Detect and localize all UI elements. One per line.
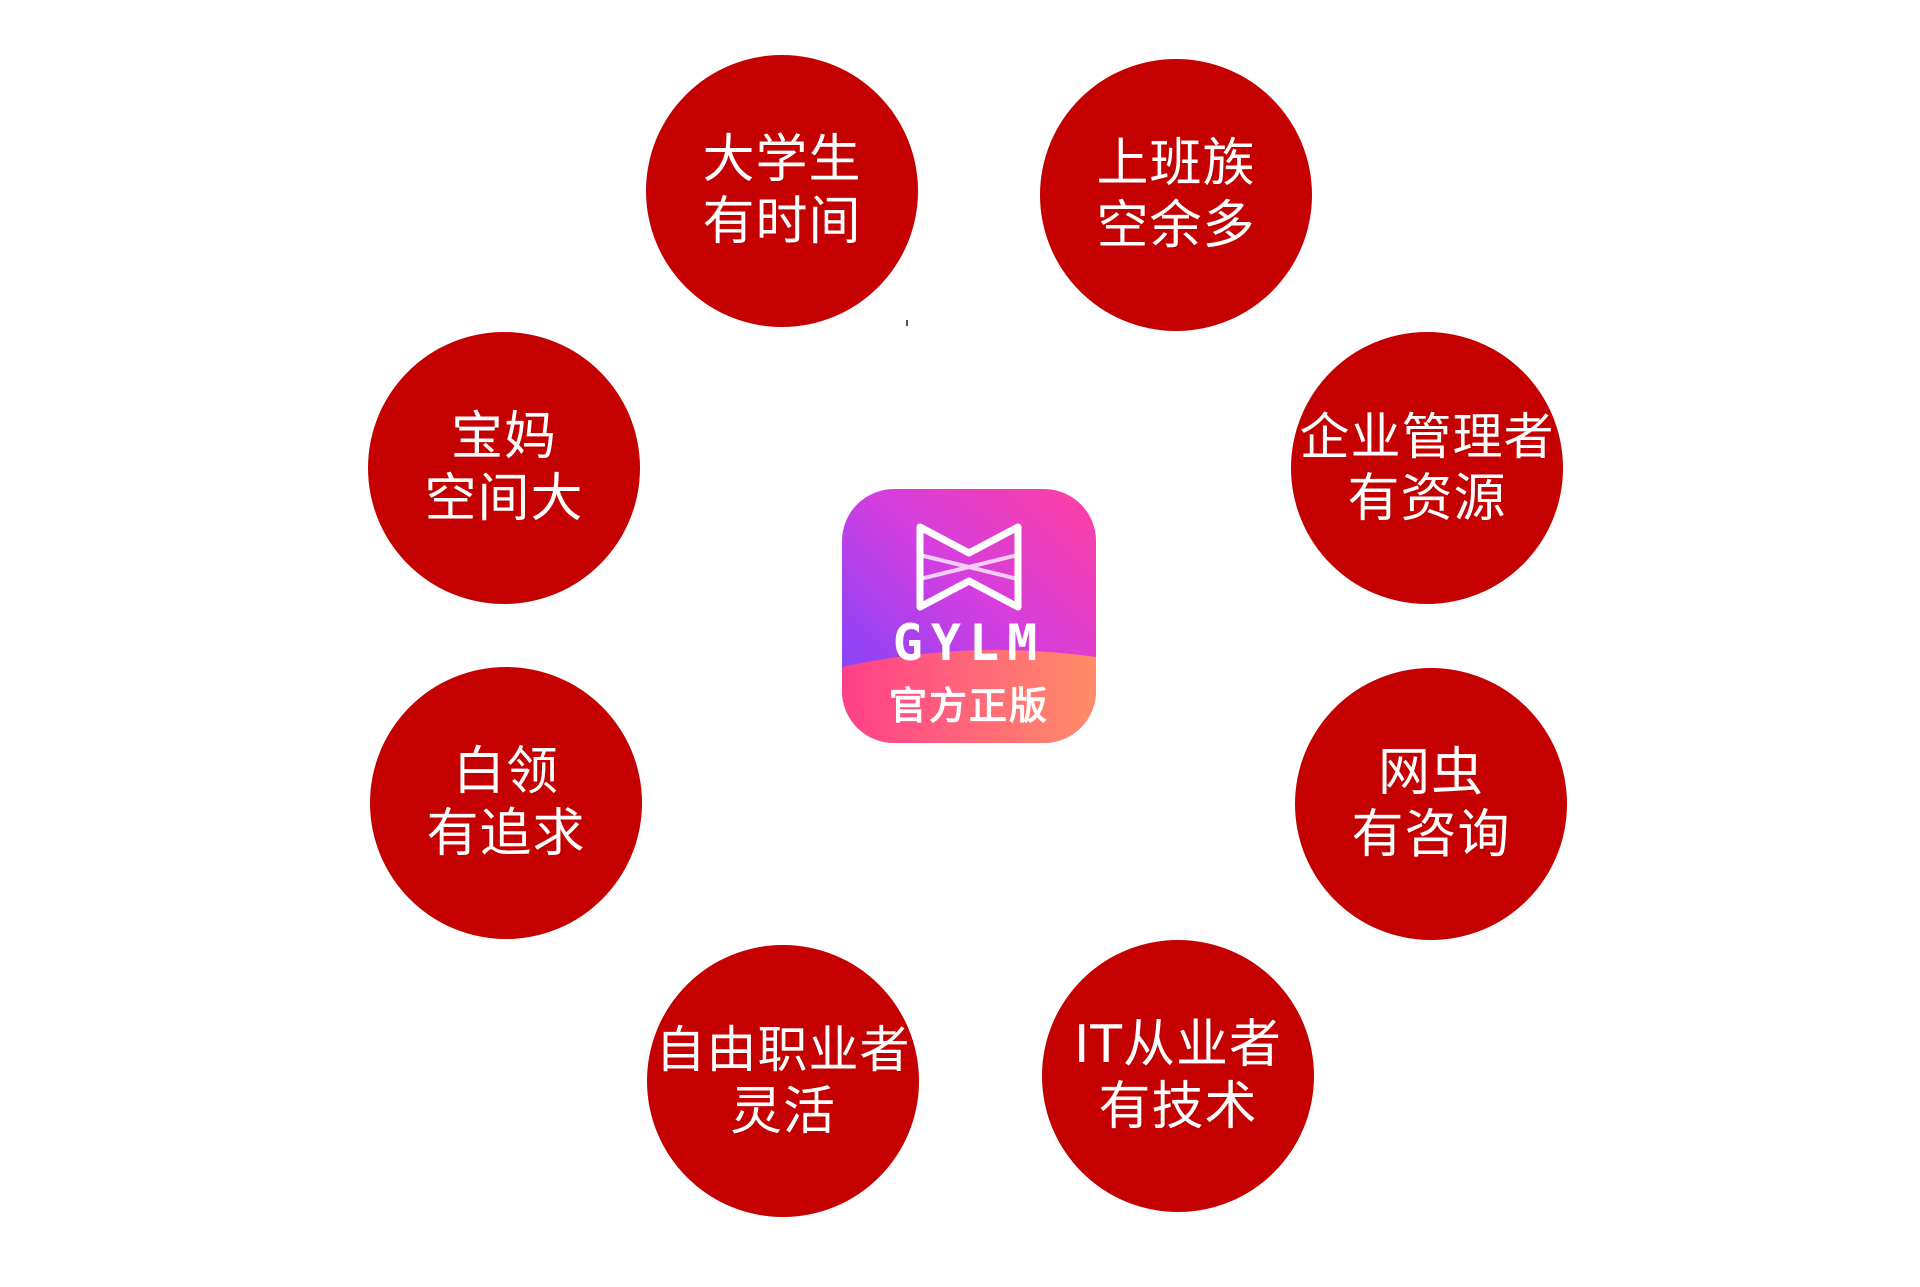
bowtie-x-logo-icon: [916, 523, 1022, 611]
bubble-line-2: 有技术: [1098, 1077, 1258, 1137]
bubble-line-1: 网虫: [1377, 743, 1484, 803]
stray-mark: [906, 320, 908, 326]
bubble-white-collar: 白领 有追求: [370, 667, 642, 939]
bubble-office-workers: 上班族 空余多: [1040, 59, 1312, 331]
bubble-freelancers: 自由职业者 灵活: [647, 945, 919, 1217]
bubble-line-1: 上班族: [1096, 134, 1256, 194]
bubble-line-2: 有时间: [702, 192, 862, 252]
bubble-college-students: 大学生 有时间: [646, 55, 918, 327]
bubble-line-2: 有咨询: [1351, 805, 1511, 865]
bubble-line-2: 有资源: [1347, 469, 1507, 529]
bubble-line-1: 大学生: [702, 130, 862, 190]
icon-wave-band: [842, 649, 1096, 743]
bubble-it-professionals: IT从业者 有技术: [1042, 940, 1314, 1212]
bubble-line-1: 企业管理者: [1299, 408, 1555, 466]
bubble-line-2: 灵活: [729, 1082, 836, 1142]
bubble-line-1: IT从业者: [1073, 1015, 1283, 1075]
bubble-line-2: 空余多: [1096, 196, 1256, 256]
brand-name: GYLM: [892, 614, 1046, 672]
bubble-moms: 宝妈 空间大: [368, 332, 640, 604]
bubble-netizens: 网虫 有咨询: [1295, 668, 1567, 940]
bubble-line-2: 空间大: [424, 469, 584, 529]
bubble-line-1: 自由职业者: [655, 1021, 911, 1079]
official-badge: 官方正版: [888, 684, 1049, 728]
bubble-managers: 企业管理者 有资源: [1291, 332, 1563, 604]
app-icon: GYLM 官方正版: [842, 489, 1096, 743]
bubble-line-1: 宝妈: [450, 407, 557, 467]
bubble-line-1: 白领: [452, 742, 559, 802]
bubble-line-2: 有追求: [426, 804, 586, 864]
